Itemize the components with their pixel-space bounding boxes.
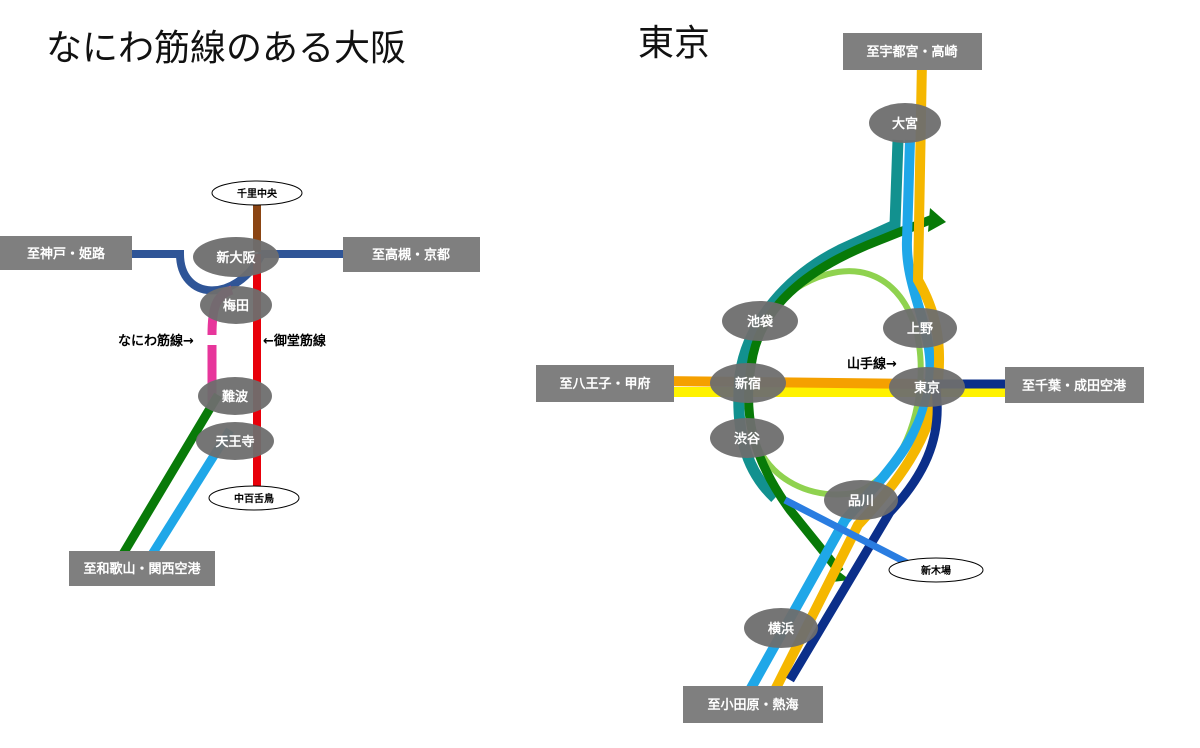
dest-box-hachioji [536,365,674,402]
osaka-destinations: 至神戸・姫路 至高槻・京都 至和歌山・関西空港 [0,236,480,586]
dest-box-chiba [1005,367,1144,403]
station-shinjuku [710,363,786,403]
station-omiya [869,103,941,143]
osaka-stations: 新大阪 梅田 難波 天王寺 [193,237,279,460]
tokyo-shonan-arrow-north [928,208,946,232]
station-label-tennoji: 天王寺 [215,434,254,450]
station-label-shinagawa: 品川 [848,494,874,509]
station-label-ueno: 上野 [907,322,933,337]
terminal-shinkiba [888,557,984,583]
station-label-shinjuku: 新宿 [735,376,761,392]
terminal-label-senri: 千里中央 [237,187,278,200]
station-shinagawa [824,480,898,520]
station-shibuya [710,418,784,458]
terminal-senri [211,180,303,206]
osaka-title: なにわ筋線のある大阪 [46,28,406,69]
station-label-umeda: 梅田 [223,298,249,314]
osaka-terminals: 千里中央 中百舌鳥 [208,180,303,511]
tokyo-shonan-line [744,213,937,575]
terminal-nakamozu [208,485,300,511]
station-label-ikebukuro: 池袋 [747,314,774,330]
station-label-shibuya: 渋谷 [734,431,761,447]
station-label-tokyo: 東京 [914,380,940,396]
dest-label-hachioji: 至八王子・甲府 [559,376,650,392]
dest-label-wakayama: 至和歌山・関西空港 [83,561,201,577]
station-label-yokohama: 横浜 [768,621,794,637]
osaka-wakayama-line [113,392,222,567]
tokyo-stations: 大宮 池袋 上野 新宿 東京 渋谷 品川 横浜 [710,103,965,648]
dest-label-utsunomiya: 至宇都宮・高崎 [866,44,957,60]
tokyo-rinkai-line [783,496,917,571]
terminal-label-shinkiba: 新木場 [921,564,951,577]
tokyo-terminals: 新木場 [888,557,984,583]
dest-box-wakayama [69,551,215,586]
station-yokohama [744,608,818,648]
dest-label-odawara: 至小田原・熱海 [707,697,798,713]
dest-label-chiba: 至千葉・成田空港 [1022,378,1127,394]
station-tokyo [889,367,965,407]
station-ueno [883,308,957,348]
line-label-yamanote: 山手線→ [847,356,897,372]
station-label-namba: 難波 [222,389,249,405]
dest-box-utsunomiya [843,33,982,70]
station-tennoji [196,422,274,460]
station-umeda [200,286,272,324]
line-label-naniwasuji: なにわ筋線→ [118,333,194,349]
dest-label-kobe: 至神戸・姫路 [27,246,106,262]
station-shin-osaka [193,237,279,277]
station-namba [198,377,272,415]
station-ikebukuro [722,301,798,341]
line-label-midosuji: ←御堂筋線 [263,333,327,349]
dest-label-kyoto: 至高槻・京都 [372,247,450,263]
tokyo-destinations: 至宇都宮・高崎 至八王子・甲府 至千葉・成田空港 至小田原・熱海 [536,33,1144,723]
station-label-shin-osaka: 新大阪 [216,250,256,266]
tokyo-title: 東京 [638,23,710,64]
station-label-omiya: 大宮 [892,116,918,132]
tokyo-keihin-line [745,139,936,693]
dest-box-kobe [0,236,132,270]
terminal-label-nakamozu: 中百舌鳥 [234,492,274,505]
dest-box-odawara [683,686,823,723]
dest-box-kyoto [343,237,480,272]
